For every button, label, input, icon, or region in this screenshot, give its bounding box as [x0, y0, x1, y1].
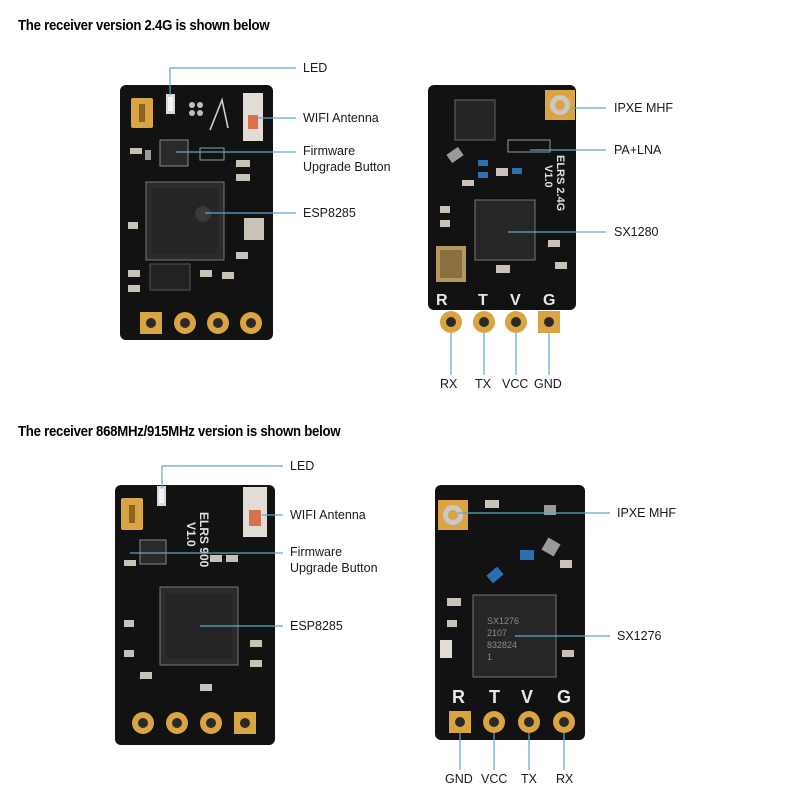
silk-24g: ELRS 2.4G	[554, 155, 566, 211]
chip-marking: SX1276	[487, 616, 519, 626]
silk-24g-ver: V1.0	[542, 165, 554, 188]
label-esp8285: ESP8285	[303, 206, 356, 220]
board-900-back: SX1276 2107 832824 1 R T V G	[435, 485, 585, 740]
silk-900: ELRS 900	[197, 512, 211, 568]
board-900-front: ELRS 900 V1.0	[115, 485, 275, 745]
chip-marking: 1	[487, 652, 492, 662]
silk-900-ver: V1.0	[184, 522, 198, 547]
label-wifi-antenna: WIFI Antenna	[290, 508, 366, 522]
pin-label-rx: RX	[556, 772, 574, 786]
leader-lines	[130, 67, 610, 770]
label-ipxe-mhf: IPXE MHF	[614, 101, 673, 115]
pin-label-gnd: GND	[534, 377, 562, 391]
pin-letter: T	[478, 292, 488, 309]
label-wifi-antenna: WIFI Antenna	[303, 111, 379, 125]
pin-label-gnd: GND	[445, 772, 473, 786]
pin-letter: T	[489, 687, 500, 707]
pin-letter: R	[436, 292, 448, 309]
heading-bottom: The receiver 868MHz/915MHz version is sh…	[18, 423, 341, 440]
pin-letter: V	[521, 687, 533, 707]
chip-marking: 2107	[487, 628, 507, 638]
pin-letter: G	[557, 687, 571, 707]
pin-label-rx: RX	[440, 377, 458, 391]
label-led: LED	[290, 459, 314, 473]
label-upgrade-button: Upgrade Button	[290, 561, 378, 575]
label-ipxe-mhf: IPXE MHF	[617, 506, 676, 520]
label-led: LED	[303, 61, 327, 75]
heading-top: The receiver version 2.4G is shown below	[18, 17, 270, 34]
label-firmware: Firmware	[290, 545, 342, 559]
label-pa-lna: PA+LNA	[614, 143, 662, 157]
pin-label-tx: TX	[521, 772, 538, 786]
label-esp8285: ESP8285	[290, 619, 343, 633]
label-firmware: Firmware	[303, 144, 355, 158]
pin-label-vcc: VCC	[481, 772, 507, 786]
pin-label-tx: TX	[475, 377, 492, 391]
label-upgrade-button: Upgrade Button	[303, 160, 391, 174]
pin-letter: G	[543, 292, 555, 309]
label-sx1280: SX1280	[614, 225, 659, 239]
label-sx1276: SX1276	[617, 629, 662, 643]
chip-marking: 832824	[487, 640, 517, 650]
pin-letter: R	[452, 687, 465, 707]
board-24g-back: ELRS 2.4G V1.0 R T V G	[428, 85, 576, 333]
pin-label-vcc: VCC	[502, 377, 528, 391]
board-24g-front	[120, 85, 273, 340]
pin-letter: V	[510, 292, 521, 309]
